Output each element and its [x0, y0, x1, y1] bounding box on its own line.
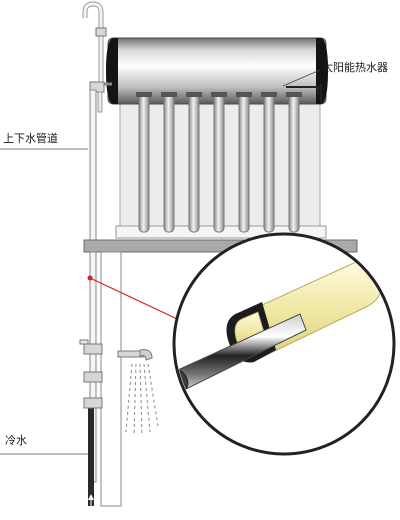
valve-upper — [79, 339, 103, 355]
tank-left-cap — [106, 38, 118, 104]
water-main-pipe — [89, 89, 97, 246]
label-water-pipe: 上下水管道 — [3, 132, 58, 145]
label-solar-heater: 太阳能热水器 — [322, 61, 388, 74]
zoom-detail — [172, 232, 396, 456]
pointer-heater — [282, 69, 321, 87]
water-spray — [125, 363, 159, 437]
valve-middle — [83, 371, 103, 383]
valve-lower — [83, 397, 103, 409]
tank-outlet-pipe — [286, 86, 319, 94]
vent-pipe — [82, 1, 104, 84]
label-cold-water: 冷水 — [5, 434, 27, 447]
shower-faucet — [117, 349, 153, 361]
building-column — [100, 251, 122, 507]
pointer-zoom — [89, 277, 191, 326]
cold-water-pipe — [88, 404, 94, 506]
vacuum-tubes — [136, 92, 302, 233]
inlet-fitting — [89, 81, 105, 93]
vent-valve — [95, 27, 107, 37]
cold-water-arrow — [88, 494, 94, 500]
